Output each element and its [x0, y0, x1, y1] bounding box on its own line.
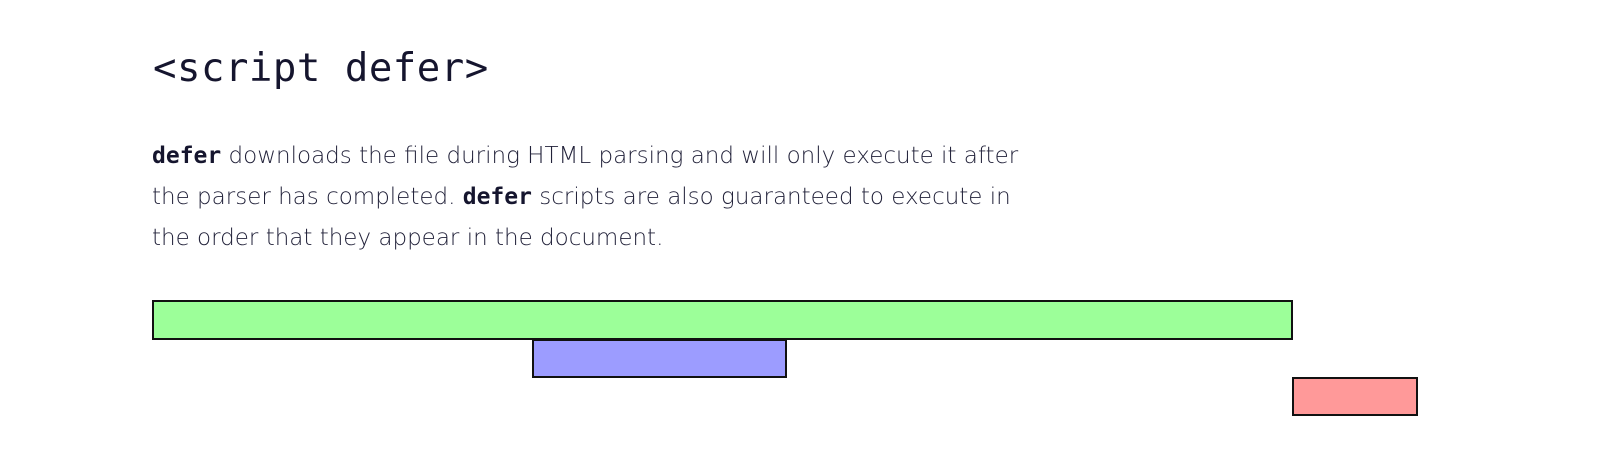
- script-download-bar: [532, 339, 787, 378]
- script-execution-bar: [1292, 377, 1418, 416]
- description: defer downloads the file during HTML par…: [152, 136, 1022, 259]
- defer-code-1: defer: [152, 143, 222, 169]
- html-parsing-bar: [152, 300, 1293, 340]
- description-text-1: downloads the file during HTML parsing a…: [152, 143, 1019, 210]
- page-title: <script defer>: [153, 46, 489, 91]
- description-text-2: scripts are also guaranteed to execute i…: [152, 184, 1011, 251]
- defer-code-2: defer: [462, 184, 532, 210]
